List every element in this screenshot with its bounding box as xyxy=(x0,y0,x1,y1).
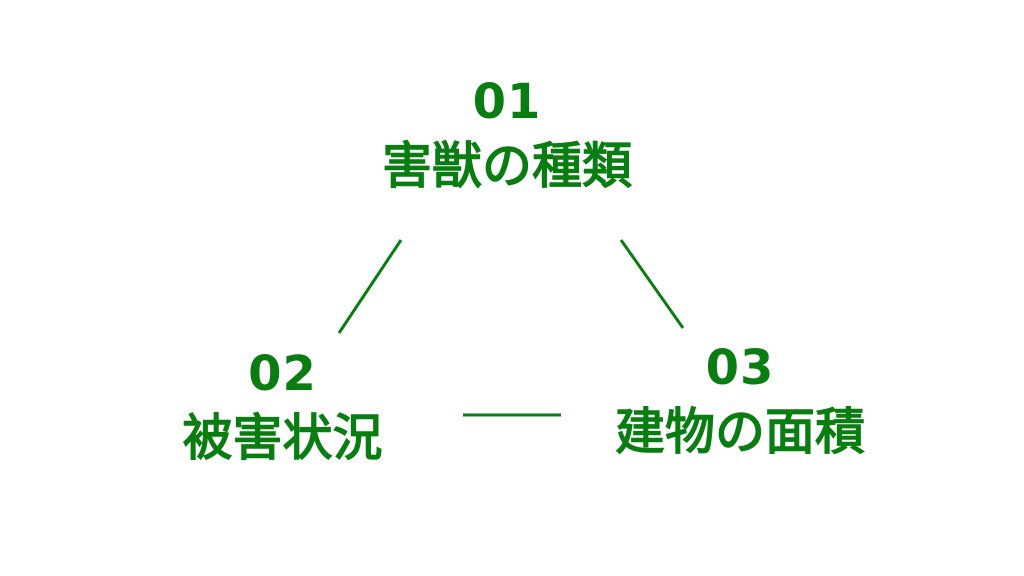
connector-01-03 xyxy=(619,239,685,329)
node-02-number: 02 xyxy=(248,346,317,402)
node-02-label: 被害状況 xyxy=(182,409,383,467)
node-01: 01 害獣の種類 xyxy=(342,74,672,196)
node-03-number: 03 xyxy=(705,340,775,396)
node-01-number: 01 xyxy=(472,74,542,130)
node-03: 03 建物の面積 xyxy=(590,340,890,462)
node-03-label: 建物の面積 xyxy=(615,403,865,461)
node-01-label: 害獣の種類 xyxy=(382,137,632,195)
node-02: 02 被害状況 xyxy=(145,346,420,468)
connector-01-02 xyxy=(337,239,403,334)
